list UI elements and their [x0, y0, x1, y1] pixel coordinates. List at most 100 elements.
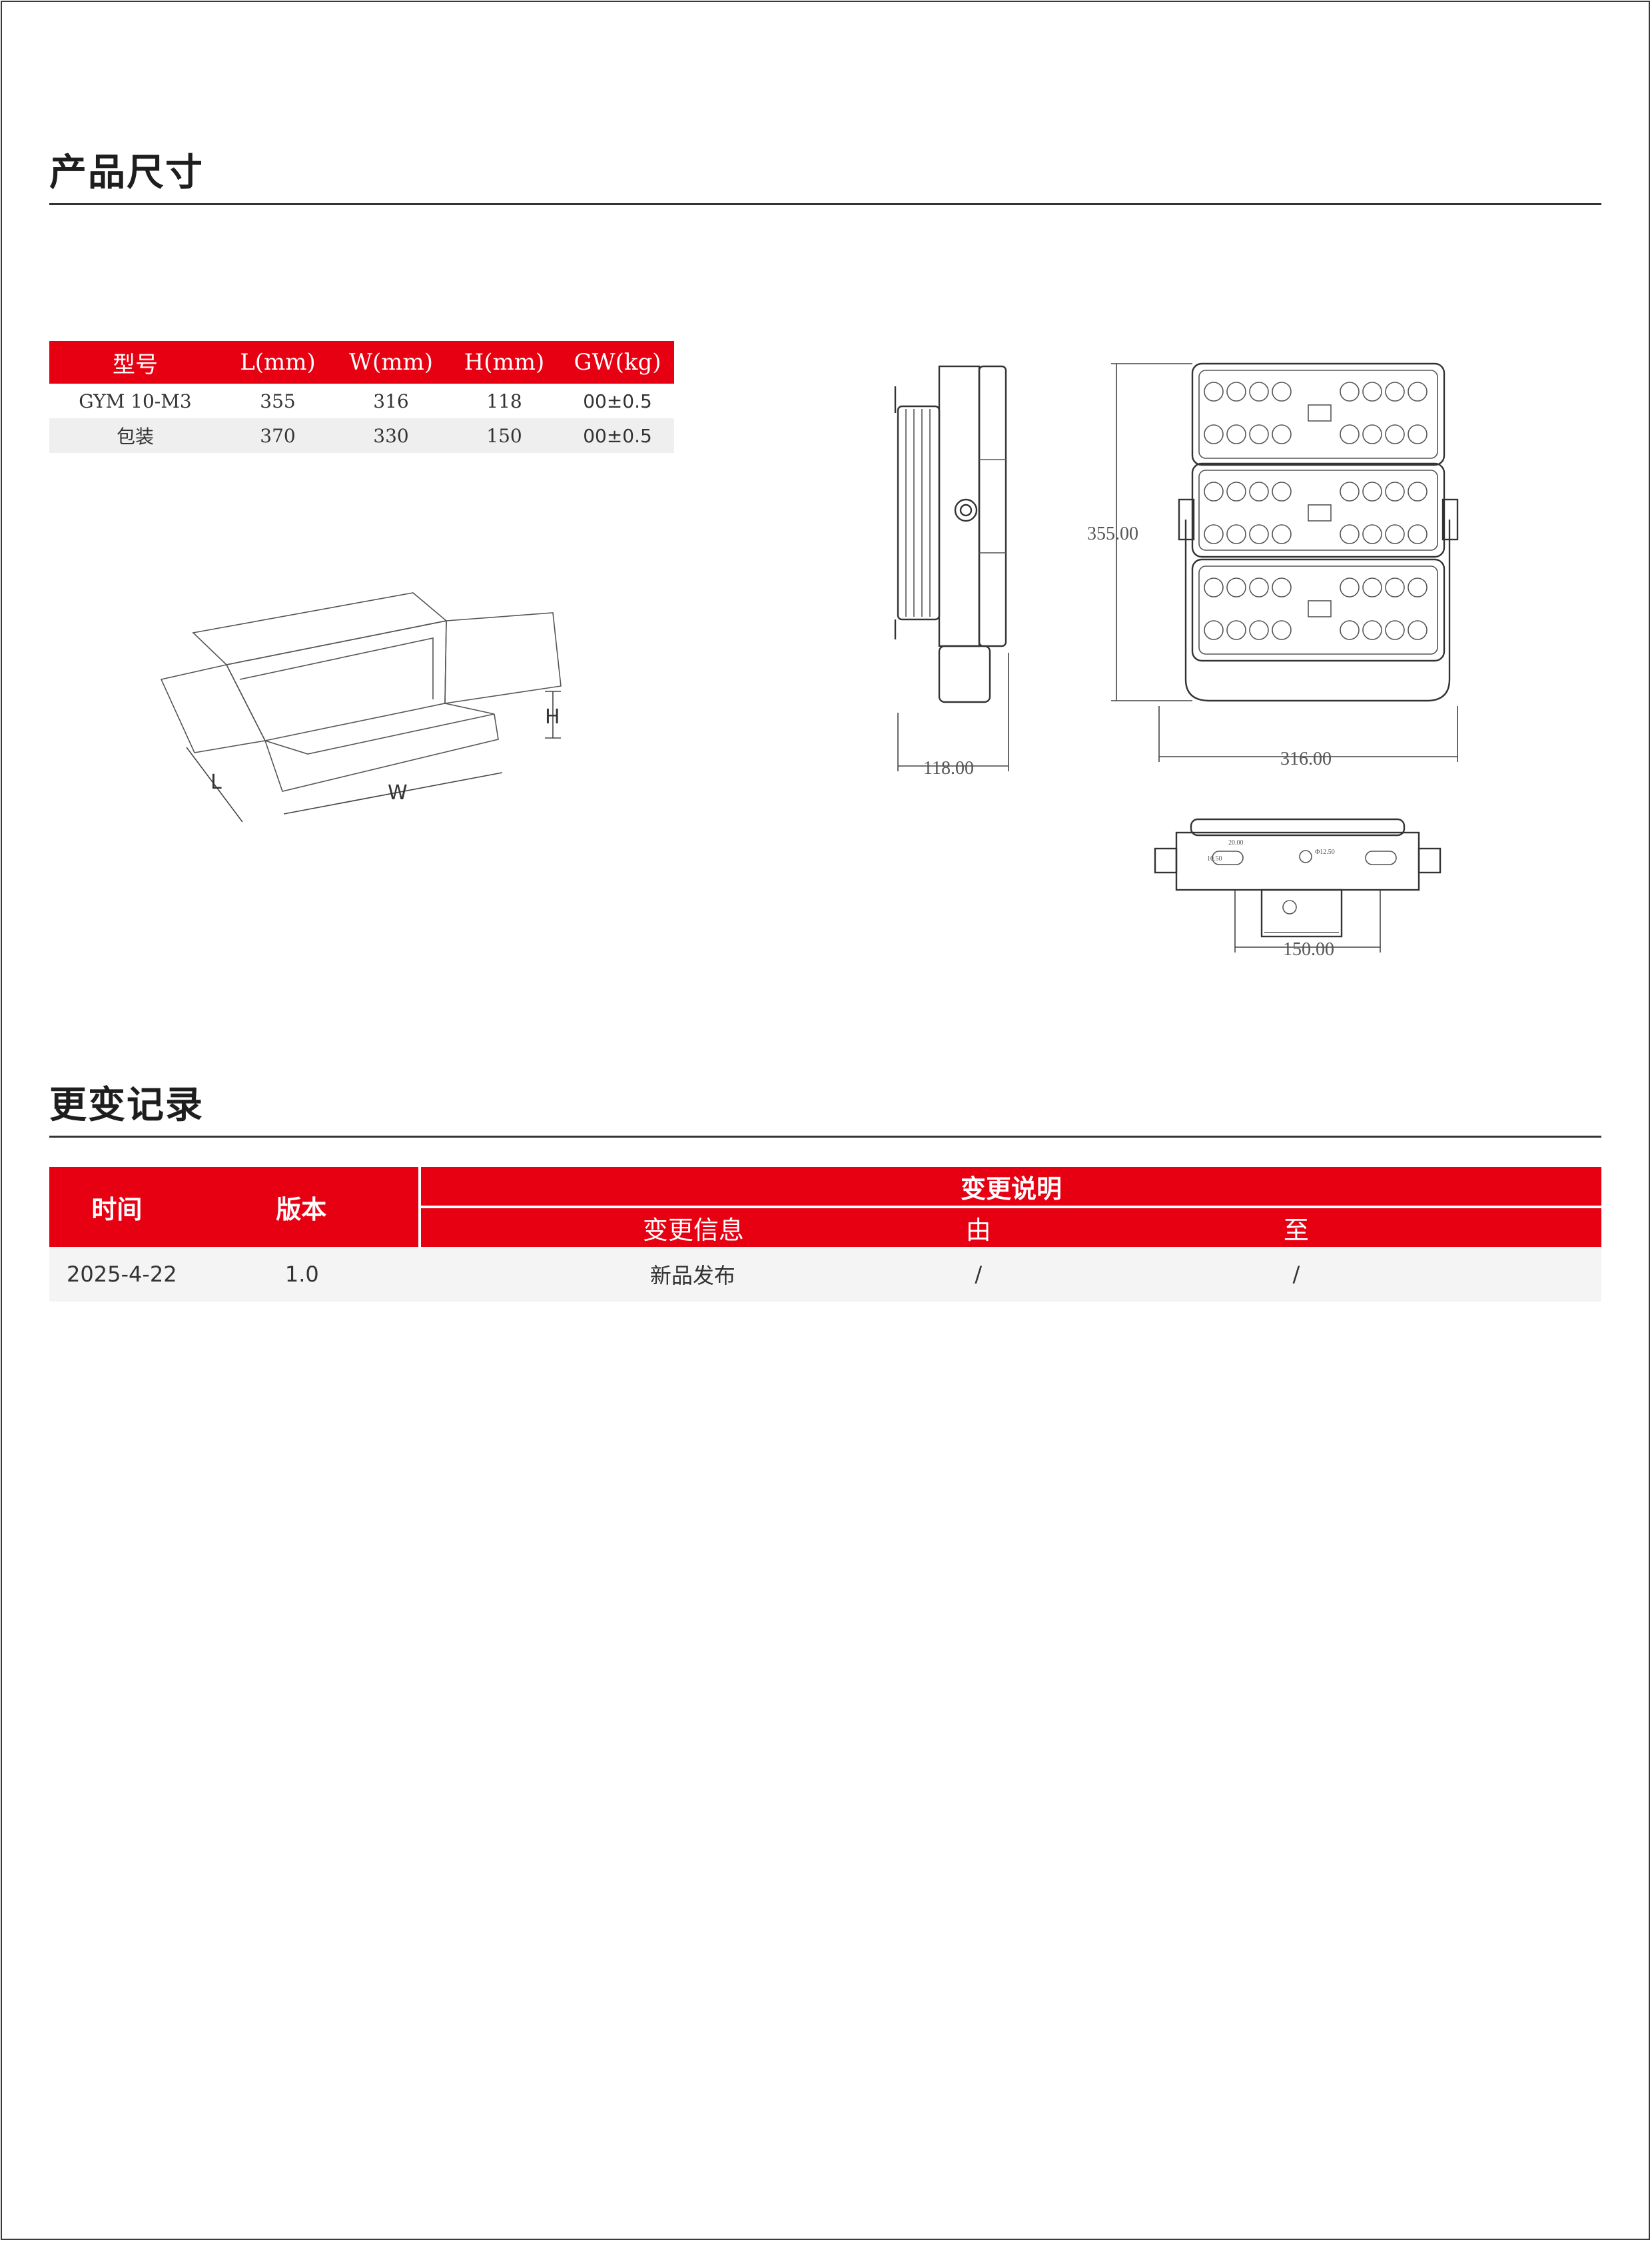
section-title-dimensions: 产品尺寸 [49, 151, 204, 194]
change-header-version: 版本 [184, 1167, 421, 1247]
dim-side-depth: 118.00 [923, 758, 974, 779]
module-label-plate [1308, 600, 1332, 617]
led-lens [1408, 620, 1428, 640]
led-lens [1408, 424, 1428, 444]
led-lens [1408, 482, 1428, 502]
box-width-label: W [388, 781, 408, 805]
spec-cell: 00±0.5 [583, 390, 652, 412]
led-lens [1385, 577, 1405, 597]
led-lens [1272, 620, 1292, 640]
led-lens [1272, 524, 1292, 544]
led-lens [1226, 382, 1246, 402]
module-label-plate [1308, 404, 1332, 422]
led-lens [1249, 524, 1269, 544]
led-lens [1362, 577, 1382, 597]
change-header-time: 时间 [49, 1167, 185, 1247]
led-lens [1226, 524, 1246, 544]
led-lens [1204, 424, 1224, 444]
led-lens [1385, 482, 1405, 502]
spec-cell: GYM 10-M3 [79, 390, 192, 412]
led-lens [1249, 620, 1269, 640]
led-lens [1249, 577, 1269, 597]
spec-header-width: W(mm) [334, 341, 448, 384]
led-lens [1249, 424, 1269, 444]
section-divider [49, 1136, 1601, 1138]
spec-header-weight: GW(kg) [561, 341, 674, 384]
table-row: GYM 10-M3 355 316 118 00±0.5 [49, 384, 674, 418]
led-lens [1204, 382, 1224, 402]
dim-front-height: 355.00 [1087, 524, 1138, 544]
spec-cell: 355 [260, 390, 296, 412]
led-lens [1385, 620, 1405, 640]
led-lens [1272, 382, 1292, 402]
packing-box-diagram: L W H [160, 592, 562, 823]
side-view-drawing: 118.00 [894, 365, 1009, 779]
led-lens [1340, 482, 1360, 502]
led-lens [1226, 482, 1246, 502]
spec-cell: 370 [221, 418, 334, 453]
spec-table: 型号 L(mm) W(mm) H(mm) GW(kg) GYM 10-M3 35… [49, 341, 674, 453]
led-lens [1272, 424, 1292, 444]
dim-slot-a: 20.00 [1228, 839, 1244, 847]
spec-cell: 包装 [49, 418, 221, 453]
led-lens [1362, 524, 1382, 544]
led-lens [1408, 577, 1428, 597]
front-view-drawing: 355.00 316.00 [1087, 362, 1459, 769]
led-lens [1204, 482, 1224, 502]
table-row: 包装 370 330 150 00±0.5 [49, 418, 674, 453]
spec-header-length: L(mm) [221, 341, 334, 384]
dim-slot-b: 10.50 [1207, 855, 1222, 863]
led-lens [1362, 424, 1382, 444]
change-table-header: 时间 版本 变更说明 [49, 1167, 1601, 1247]
spec-cell: 330 [334, 418, 448, 453]
led-lens [1272, 482, 1292, 502]
led-lens [1408, 382, 1428, 402]
change-cell-time: 2025-4-22 [49, 1247, 185, 1302]
led-lens [1362, 620, 1382, 640]
change-header-description: 变更说明 [419, 1167, 1601, 1208]
led-lens [1226, 620, 1246, 640]
table-row: 2025-4-22 1.0 新品发布 / / [49, 1247, 1601, 1302]
led-lens [1385, 424, 1405, 444]
change-log-table: 时间 版本 变更说明 变更信息 由 至 2025-4-22 1.0 新品发布 /… [49, 1167, 1601, 1302]
led-lens [1204, 577, 1224, 597]
led-lens [1340, 620, 1360, 640]
change-cell-from: / [965, 1247, 991, 1302]
led-lens [1204, 620, 1224, 640]
change-header-to: 至 [991, 1207, 1601, 1247]
spec-header-model: 型号 [49, 341, 221, 384]
module-label-plate [1308, 504, 1332, 522]
led-lens [1340, 382, 1360, 402]
dim-hole: Φ12.50 [1315, 849, 1335, 856]
spec-cell: 118 [486, 390, 522, 412]
led-lens [1272, 577, 1292, 597]
led-lens [1204, 524, 1224, 544]
change-cell-version: 1.0 [184, 1247, 420, 1302]
led-lens [1362, 382, 1382, 402]
spec-cell: 00±0.5 [561, 418, 674, 453]
spec-cell: 150 [448, 418, 561, 453]
led-lens [1340, 524, 1360, 544]
led-lens [1249, 482, 1269, 502]
led-lens [1385, 382, 1405, 402]
led-lens [1340, 424, 1360, 444]
led-lens [1408, 524, 1428, 544]
led-lens [1385, 524, 1405, 544]
led-lens [1340, 577, 1360, 597]
box-length-label: L [210, 771, 222, 794]
spec-table-header: 型号 L(mm) W(mm) H(mm) GW(kg) [49, 341, 674, 384]
change-header-from: 由 [965, 1207, 991, 1247]
change-cell-to: / [991, 1247, 1601, 1302]
box-height-label: H [545, 705, 560, 729]
section-title-change-log: 更变记录 [49, 1084, 204, 1127]
change-table-subheader: 变更信息 由 至 [49, 1207, 1601, 1247]
change-cell-info: 新品发布 [419, 1247, 966, 1302]
led-lens [1362, 482, 1382, 502]
section-divider [49, 203, 1601, 205]
led-lens [1226, 424, 1246, 444]
spec-header-height: H(mm) [448, 341, 561, 384]
spec-cell: 316 [373, 390, 409, 412]
led-lens [1249, 382, 1269, 402]
dim-bottom-width: 150.00 [1283, 939, 1334, 960]
